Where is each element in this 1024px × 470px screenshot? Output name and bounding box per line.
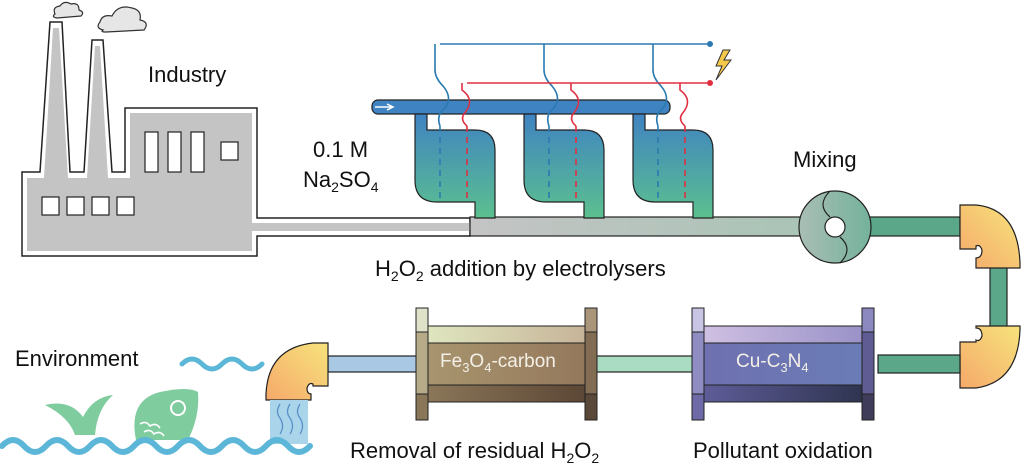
electrolyser-3 (632, 44, 714, 219)
cu-c3n4-column (691, 307, 875, 421)
pipe-segment (877, 354, 961, 374)
factory-icon (21, 21, 471, 257)
fe3o4-carbon-label: Fe3O4-carbon (440, 351, 556, 375)
outlet-elbow (265, 342, 329, 444)
elbow-fitting-bottom (959, 325, 1021, 389)
industry-label: Industry (148, 62, 227, 87)
electrolyte-concentration-label: 0.1 M (313, 137, 369, 162)
electrolyte-formula-label: Na2SO4 (303, 167, 379, 195)
mixer-icon (798, 190, 961, 264)
cloud-icon (52, 1, 147, 33)
mixing-label: Mixing (793, 147, 857, 172)
elbow-fitting-top (959, 204, 1021, 269)
water-wave-icon (179, 356, 265, 372)
environment-label: Environment (15, 346, 139, 371)
removal-label: Removal of residual H2O2 (350, 438, 600, 466)
pollutant-oxidation-label: Pollutant oxidation (693, 438, 873, 463)
cu-c3n4-label: Cu-C3N4 (736, 351, 809, 375)
fe3o4-carbon-column (415, 307, 598, 421)
electrolyser-2 (523, 44, 605, 219)
h2o2-addition-label: H2O2 addition by electrolysers (375, 256, 666, 284)
factory-windows (41, 131, 239, 216)
pipe-segment (595, 355, 695, 373)
electrolyte-inlet (371, 99, 671, 115)
feed-pipe (469, 216, 811, 237)
flow-arrow-icon (375, 103, 395, 111)
pipe-segment (327, 355, 419, 373)
electrolyser-1 (414, 44, 496, 219)
return-pipe (989, 263, 1008, 331)
fish-icon (45, 389, 199, 440)
lightning-icon (715, 49, 732, 81)
power-wires (440, 41, 713, 86)
water-wave-icon (0, 437, 313, 455)
